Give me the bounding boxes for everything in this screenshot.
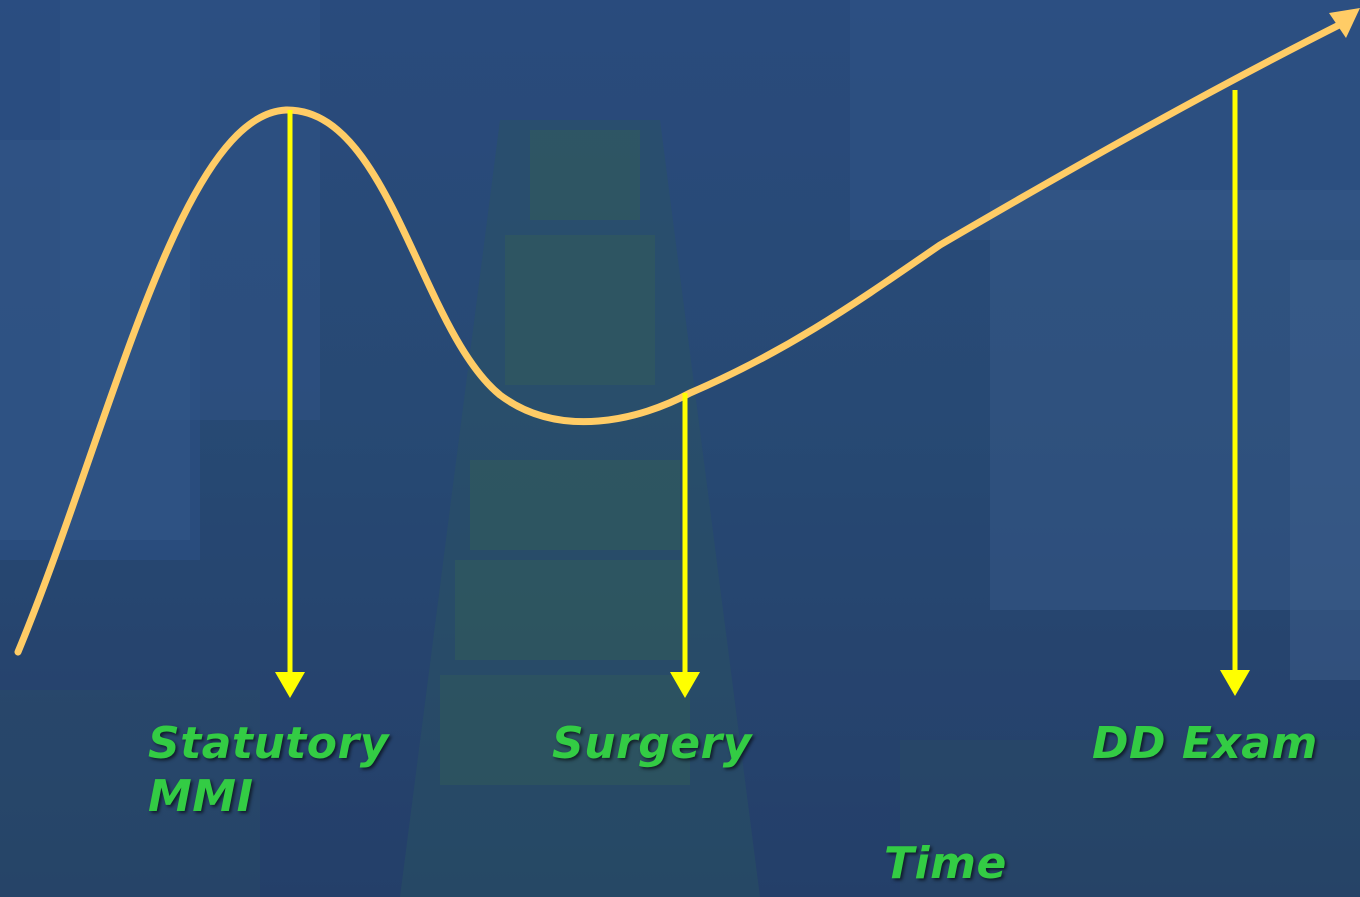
label-statutory: Statutory: [148, 718, 389, 769]
surgery-arrowhead-icon: [670, 672, 700, 698]
dd-exam-arrowhead-icon: [1220, 670, 1250, 696]
mmi-arrowhead-icon: [275, 672, 305, 698]
label-statutory-mmi: Statutory MMI: [148, 718, 389, 824]
outcome-curve: [14, 18, 1349, 656]
label-surgery: Surgery: [552, 718, 752, 769]
label-time: Time: [884, 838, 1007, 889]
curve-arrowhead-icon: [1329, 8, 1360, 38]
label-mmi: MMI: [148, 770, 254, 822]
label-dd-exam: DD Exam: [1092, 718, 1318, 769]
